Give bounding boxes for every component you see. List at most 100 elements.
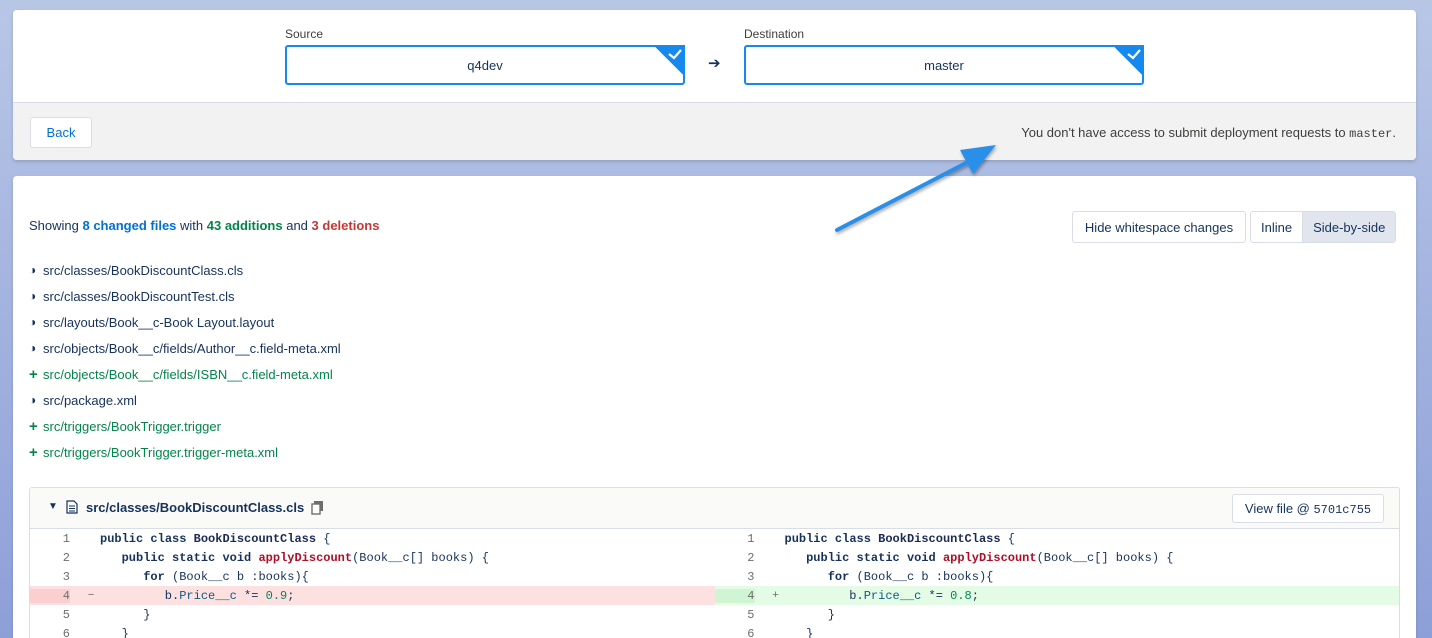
code-line: 2 public static void applyDiscount(Book_…: [30, 548, 715, 567]
diff-body: 1 public class BookDiscountClass { 2 publi…: [30, 529, 1399, 638]
diff-file-path: src/classes/BookDiscountClass.cls: [86, 500, 305, 515]
line-number: 4: [714, 588, 755, 603]
copy-icon[interactable]: [311, 500, 324, 515]
file-diff: ▼ src/classes/BookDiscountClass.cls View…: [29, 487, 1400, 638]
diff-marker: −: [87, 589, 95, 602]
code-content: }: [784, 626, 814, 638]
view-file-button[interactable]: View file @ 5701c755: [1232, 494, 1384, 523]
arrow-right-icon: ➔: [708, 55, 721, 72]
line-number: 3: [747, 569, 755, 584]
line-number: 3: [62, 569, 70, 584]
code-content: b.Price__c *= 0.9;: [100, 588, 295, 603]
additions-count: 43 additions: [206, 218, 283, 233]
source-label: Source: [285, 27, 324, 41]
source-dropdown-corner[interactable]: [653, 45, 685, 77]
diff-right-side: 1 public class BookDiscountClass { 2 publi…: [714, 529, 1400, 638]
check-icon: [1127, 49, 1141, 60]
summary-with: with: [176, 218, 207, 233]
destination-label: Destination: [744, 27, 805, 41]
code-content: }: [100, 607, 151, 622]
code-line: 4 − b.Price__c *= 0.9;: [30, 586, 715, 605]
changed-file-item[interactable]: ◑ src/package.xml: [29, 387, 341, 413]
half-circle-icon: ◑: [29, 341, 37, 355]
changed-file-path: src/classes/BookDiscountTest.cls: [43, 288, 235, 304]
source-select[interactable]: q4dev: [285, 45, 685, 85]
code-line: 3 for (Book__c b :books){: [30, 567, 715, 586]
line-number: 1: [747, 531, 755, 546]
changed-file-path: src/classes/BookDiscountClass.cls: [43, 262, 244, 278]
code-content: public static void applyDiscount(Book__c…: [121, 550, 489, 565]
inline-view-button[interactable]: Inline: [1250, 211, 1304, 243]
code-line: 5 }: [30, 605, 715, 624]
code-content: public class BookDiscountClass {: [784, 531, 1015, 546]
plus-icon: +: [29, 365, 38, 383]
destination-select[interactable]: master: [744, 45, 1144, 85]
code-line: 3 for (Book__c b :books){: [715, 567, 1400, 586]
view-file-label: View file @: [1244, 500, 1314, 516]
changed-file-list: ◑ src/classes/BookDiscountClass.cls ◑ src/c…: [29, 257, 341, 465]
line-number: 5: [62, 607, 70, 622]
destination-dropdown-corner[interactable]: [1112, 45, 1144, 77]
code-line: 1 public class BookDiscountClass {: [30, 529, 715, 548]
file-diff-header: ▼ src/classes/BookDiscountClass.cls View…: [30, 488, 1399, 529]
line-number: 4: [30, 588, 70, 603]
access-message-branch: master: [1349, 127, 1393, 141]
code-content: for (Book__c b :books){: [827, 569, 994, 584]
diff-marker: +: [772, 589, 779, 602]
changed-file-item[interactable]: ◑ src/objects/Book__c/fields/Author__c.fi…: [29, 335, 341, 361]
line-number: 1: [62, 531, 70, 546]
code-line: 6 }: [30, 624, 715, 638]
line-number: 6: [62, 626, 70, 638]
code-line: 5 }: [715, 605, 1400, 624]
file-icon: [66, 500, 78, 514]
summary-and: and: [282, 218, 312, 233]
changed-file-path: src/triggers/BookTrigger.trigger-meta.xm…: [43, 444, 279, 460]
line-number: 5: [747, 607, 755, 622]
hide-whitespace-button[interactable]: Hide whitespace changes: [1072, 211, 1246, 243]
caret-down-icon[interactable]: ▼: [48, 501, 58, 512]
side-by-side-view-button[interactable]: Side-by-side: [1303, 211, 1397, 243]
plus-icon: +: [29, 443, 38, 461]
code-content: public class BookDiscountClass {: [100, 531, 331, 546]
changed-file-item[interactable]: ◑ src/classes/BookDiscountTest.cls: [29, 283, 341, 309]
changed-file-path: src/layouts/Book__c-Book Layout.layout: [43, 314, 275, 330]
changed-file-item[interactable]: +src/objects/Book__c/fields/ISBN__c.fiel…: [29, 361, 341, 387]
diff-summary: Showing 8 changed files with 43 addition…: [29, 218, 379, 233]
line-number: 2: [62, 550, 70, 565]
branch-panel: Source q4dev ➔ Destination master Back Y…: [13, 10, 1416, 160]
changed-file-item[interactable]: + src/triggers/BookTrigger.trigger-meta.x…: [29, 439, 341, 465]
view-mode-toggle: Inline Side-by-side: [1250, 211, 1397, 243]
destination-value: master: [924, 57, 964, 73]
check-icon: [668, 49, 682, 60]
commit-hash: 5701c755: [1313, 502, 1372, 517]
changed-file-item[interactable]: ◑ src/classes/BookDiscountClass.cls: [29, 257, 341, 283]
line-number: 2: [747, 550, 755, 565]
code-content: for (Book__c b :books){: [143, 569, 309, 584]
plus-icon: +: [29, 417, 38, 435]
back-button[interactable]: Back: [30, 117, 92, 148]
access-message-suffix: .: [1392, 125, 1396, 140]
changed-file-item[interactable]: + src/triggers/BookTrigger.trigger: [29, 413, 341, 439]
diff-panel: Showing 8 changed files with 43 addition…: [13, 176, 1416, 638]
changed-files-link[interactable]: 8 changed files: [82, 218, 177, 233]
changed-file-path: src/package.xml: [43, 392, 137, 408]
summary-showing: Showing: [29, 218, 83, 233]
diff-left-side: 1 public class BookDiscountClass { 2 publi…: [30, 529, 715, 638]
access-message: You don't have access to submit deployme…: [1021, 125, 1396, 141]
half-circle-icon: ◑: [29, 315, 37, 329]
access-message-text: You don't have access to submit deployme…: [1021, 125, 1350, 140]
half-circle-icon: ◑: [29, 393, 37, 407]
code-line: 1 public class BookDiscountClass {: [715, 529, 1400, 548]
line-number: 6: [747, 626, 755, 638]
changed-file-path: src/objects/Book__c/fields/Author__c.fie…: [43, 340, 341, 356]
half-circle-icon: ◑: [29, 289, 37, 303]
source-value: q4dev: [467, 57, 503, 73]
code-line: 2 public static void applyDiscount(Book_…: [715, 548, 1400, 567]
code-line: 4+ b.Price__c *= 0.8;: [714, 586, 1399, 605]
code-content: public static void applyDiscount(Book__c…: [806, 550, 1174, 565]
code-line: 6 }: [715, 624, 1400, 638]
changed-file-path: src/triggers/BookTrigger.trigger: [43, 418, 221, 434]
changed-file-item[interactable]: ◑ src/layouts/Book__c-Book Layout.layout: [29, 309, 341, 335]
deletions-count: 3 deletions: [311, 218, 380, 233]
half-circle-icon: ◑: [29, 263, 37, 277]
